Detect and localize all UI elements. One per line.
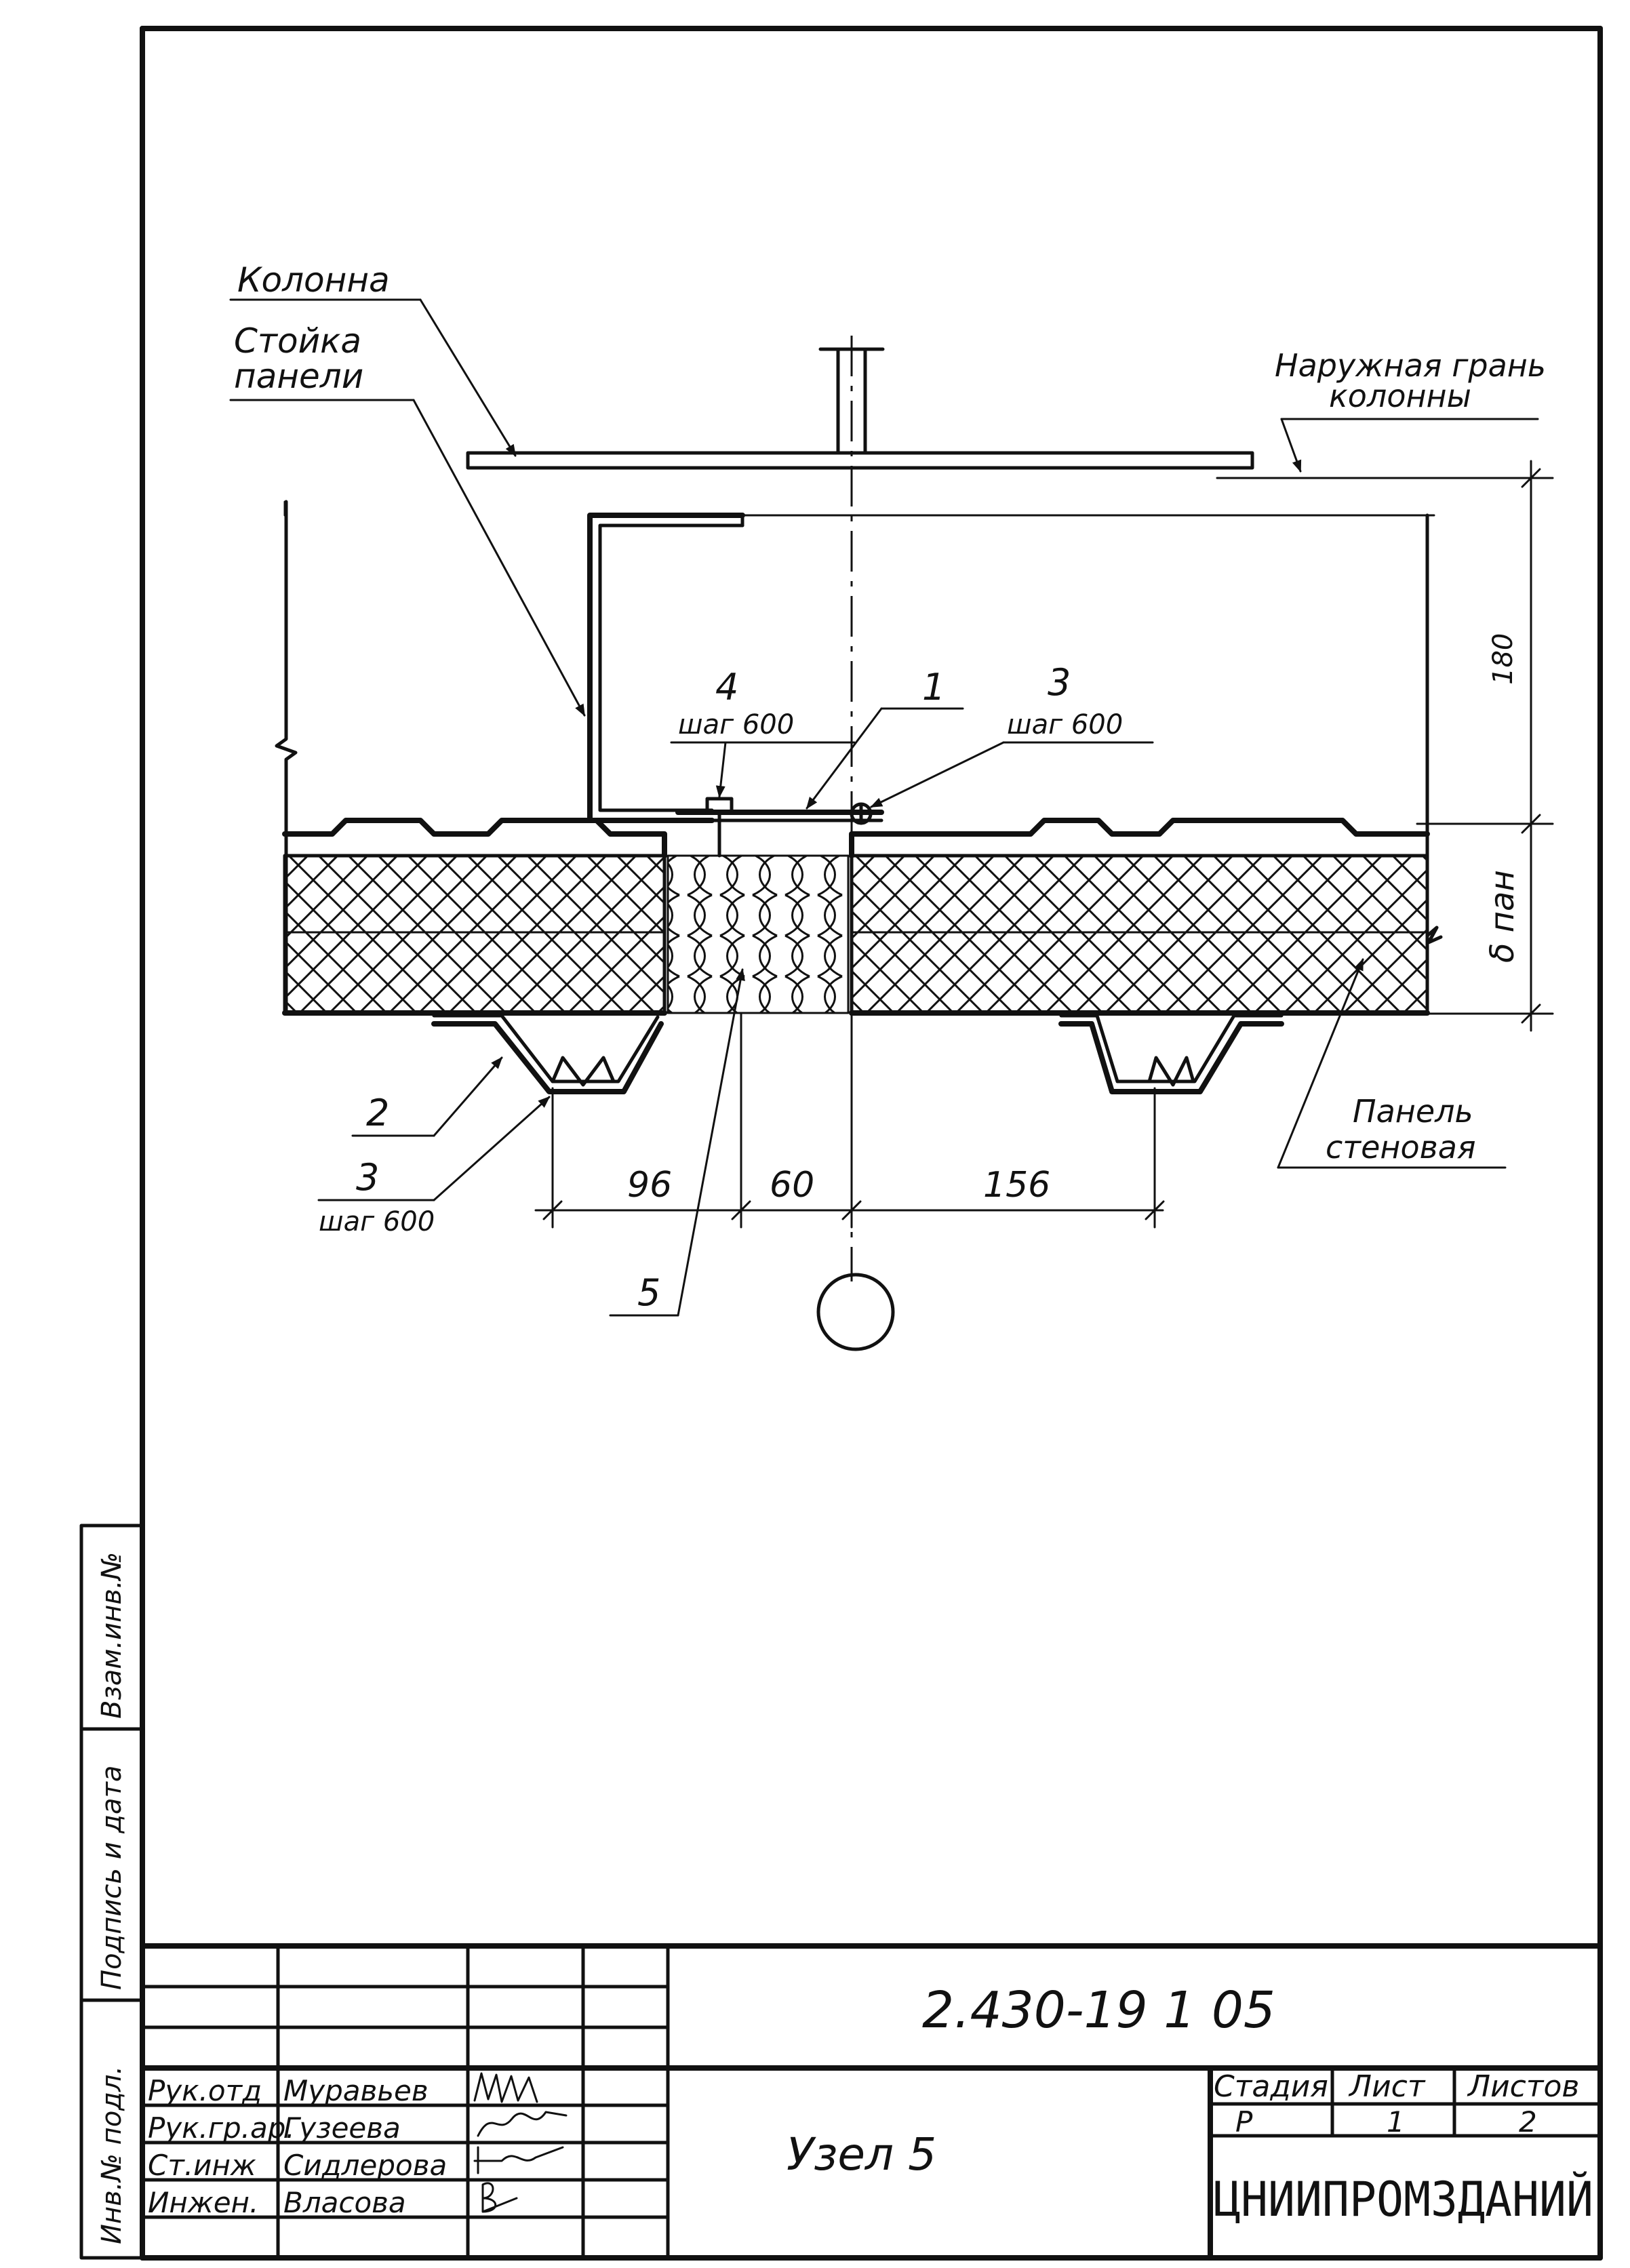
axis-marker-circle <box>816 1273 895 1351</box>
side-stamp-signature-date: Подпись и дата <box>96 1766 127 1990</box>
position-4-number: 4 <box>715 666 738 709</box>
callout-panel-post-line1: Стойка <box>234 321 361 361</box>
omega-profile-right <box>1058 1014 1284 1094</box>
position-3-top-step: шаг 600 <box>1007 709 1123 740</box>
position-5-number: 5 <box>637 1271 660 1314</box>
side-stamp-inv-orig: Инв.№ подл. <box>96 2066 127 2244</box>
callout-column: Колонна <box>237 260 390 300</box>
stage-header: Стадия <box>1214 2069 1328 2104</box>
organization-name: ЦНИИПРОМЗДАНИЙ <box>1214 2172 1593 2227</box>
sheet-value: 1 <box>1387 2105 1405 2138</box>
drawing-designation: 2.430-19 1 05 <box>922 1981 1275 2040</box>
position-2-number: 2 <box>366 1092 389 1134</box>
stage-value: Р <box>1235 2105 1253 2138</box>
dim-panel-thickness: δ пан <box>1484 870 1522 963</box>
role-group-leader: Рук.гр.ар. <box>148 2111 295 2145</box>
callout-outer-face-line2: колонны <box>1329 378 1471 414</box>
bolt-item-4 <box>705 797 734 858</box>
column-section <box>466 347 1254 470</box>
signature-2 <box>477 2111 568 2137</box>
screw-item-3-top <box>850 802 873 825</box>
name-engineer: Власова <box>283 2186 406 2219</box>
mineral-wool-joint <box>667 854 850 1014</box>
position-1-number: 1 <box>922 666 945 709</box>
dim-60: 60 <box>770 1165 814 1206</box>
title-block: 2.430-19 1 05 Узел 5 ЦНИИПРОМЗДАНИЙ Стад… <box>140 1943 1603 2261</box>
role-head-of-dept: Рук.отд <box>148 2074 262 2107</box>
role-engineer: Инжен. <box>148 2186 258 2219</box>
drawing-title: Узел 5 <box>787 2128 936 2181</box>
role-senior-engineer: Ст.инж <box>148 2149 256 2182</box>
callout-outer-face-line1: Наружная грань <box>1275 347 1546 384</box>
callout-wall-panel-line1: Панель <box>1353 1093 1473 1130</box>
callout-wall-panel-line2: стеновая <box>1326 1129 1476 1166</box>
position-3-top-number: 3 <box>1048 661 1071 704</box>
side-stamp: Инв.№ подл. Подпись и дата Взам.инв.№ <box>79 1524 144 2260</box>
panel-post-profile <box>587 513 745 823</box>
signature-1 <box>473 2072 538 2103</box>
dim-96: 96 <box>627 1165 672 1206</box>
break-line-right <box>1425 513 1443 1015</box>
signature-3 <box>473 2146 564 2174</box>
break-line-left <box>275 500 298 1015</box>
side-stamp-replacement-inv: Взам.инв.№ <box>96 1552 127 1719</box>
position-3-bottom-number: 3 <box>356 1156 379 1199</box>
callout-panel-post-line2: панели <box>234 357 363 396</box>
sheets-value: 2 <box>1519 2105 1537 2138</box>
name-group-leader: Гузеева <box>283 2111 401 2145</box>
omega-profile-left <box>431 1014 664 1094</box>
name-head-of-dept: Муравьев <box>283 2074 429 2107</box>
sheet-header: Лист <box>1348 2069 1426 2104</box>
dim-180: 180 <box>1488 633 1519 685</box>
sheets-header: Листов <box>1467 2069 1579 2104</box>
dim-156: 156 <box>983 1165 1050 1206</box>
position-3-bottom-step: шаг 600 <box>319 1206 435 1237</box>
name-senior-engineer: Сидлерова <box>283 2149 447 2182</box>
position-4-step: шаг 600 <box>678 709 794 740</box>
wall-panel-left <box>282 818 667 1016</box>
dimension-lines <box>283 460 1554 1229</box>
wall-panel-right <box>849 818 1430 1016</box>
signature-4 <box>481 2182 518 2213</box>
